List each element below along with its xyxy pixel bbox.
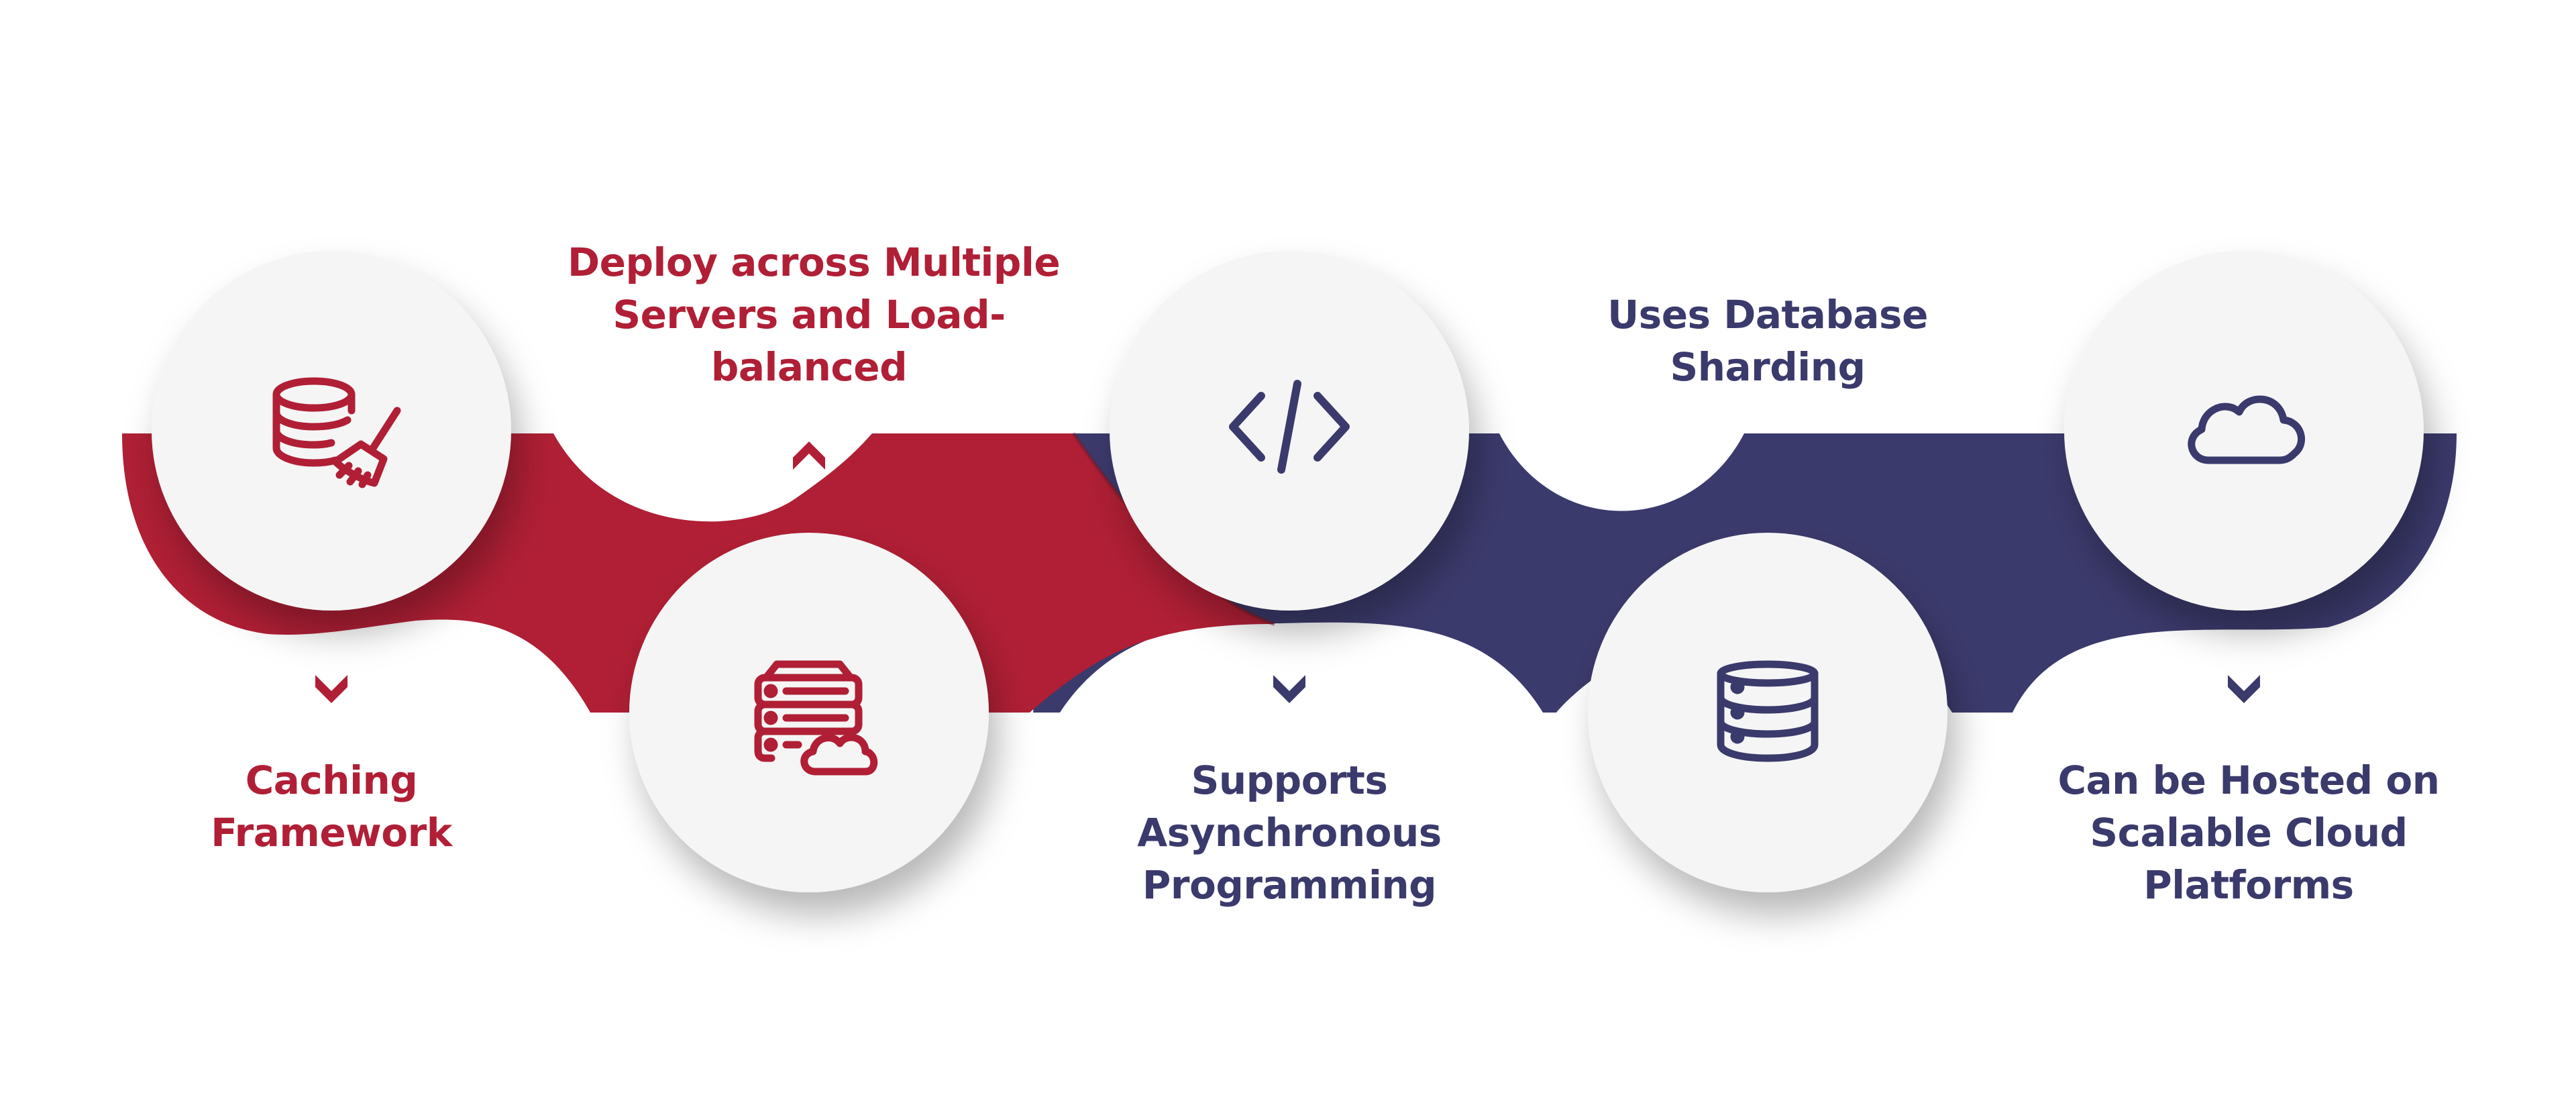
circle-caching bbox=[152, 251, 511, 611]
label-line: Asynchronous bbox=[1137, 810, 1442, 855]
label-sharding: Uses Database Sharding bbox=[1526, 289, 2009, 393]
label-line: Programming bbox=[1142, 862, 1437, 908]
label-line: balanced bbox=[710, 344, 908, 390]
label-line: Sharding bbox=[1670, 344, 1866, 390]
label-line: Scalable Cloud bbox=[2090, 810, 2408, 855]
chevron-down-icon bbox=[2228, 675, 2260, 703]
chevron-down-icon bbox=[315, 675, 347, 703]
circle-deploy bbox=[629, 533, 989, 892]
label-line: Framework bbox=[211, 810, 452, 855]
chevron-pointers-red bbox=[315, 441, 825, 703]
label-line: Deploy across Multiple bbox=[568, 240, 1061, 285]
chevron-up-icon bbox=[793, 441, 825, 470]
label-cloud: Can be Hosted on Scalable Cloud Platform… bbox=[2007, 754, 2490, 911]
server-cloud-icon bbox=[754, 660, 878, 776]
cloud-icon bbox=[2188, 395, 2305, 464]
chevron-pointers-navy bbox=[1273, 441, 2260, 703]
label-line: Platforms bbox=[2143, 862, 2354, 908]
label-line: Can be Hosted on bbox=[2057, 757, 2440, 803]
chevron-up-icon bbox=[1752, 441, 1784, 470]
label-async: Supports Asynchronous Programming bbox=[1048, 754, 1531, 911]
label-deploy: Deploy across Multiple Servers and Load-… bbox=[568, 236, 1061, 393]
code-icon bbox=[1229, 380, 1350, 474]
label-line: Supports bbox=[1191, 757, 1388, 803]
database-icon bbox=[1717, 660, 1819, 762]
label-caching: Caching Framework bbox=[90, 754, 573, 859]
label-line: Uses Database bbox=[1607, 292, 1928, 337]
label-line: Caching bbox=[245, 757, 418, 803]
chevron-down-icon bbox=[1273, 675, 1305, 703]
database-broom-icon bbox=[272, 377, 401, 488]
label-line: Servers and Load- bbox=[612, 292, 1006, 337]
circle-cloud bbox=[2064, 251, 2424, 611]
